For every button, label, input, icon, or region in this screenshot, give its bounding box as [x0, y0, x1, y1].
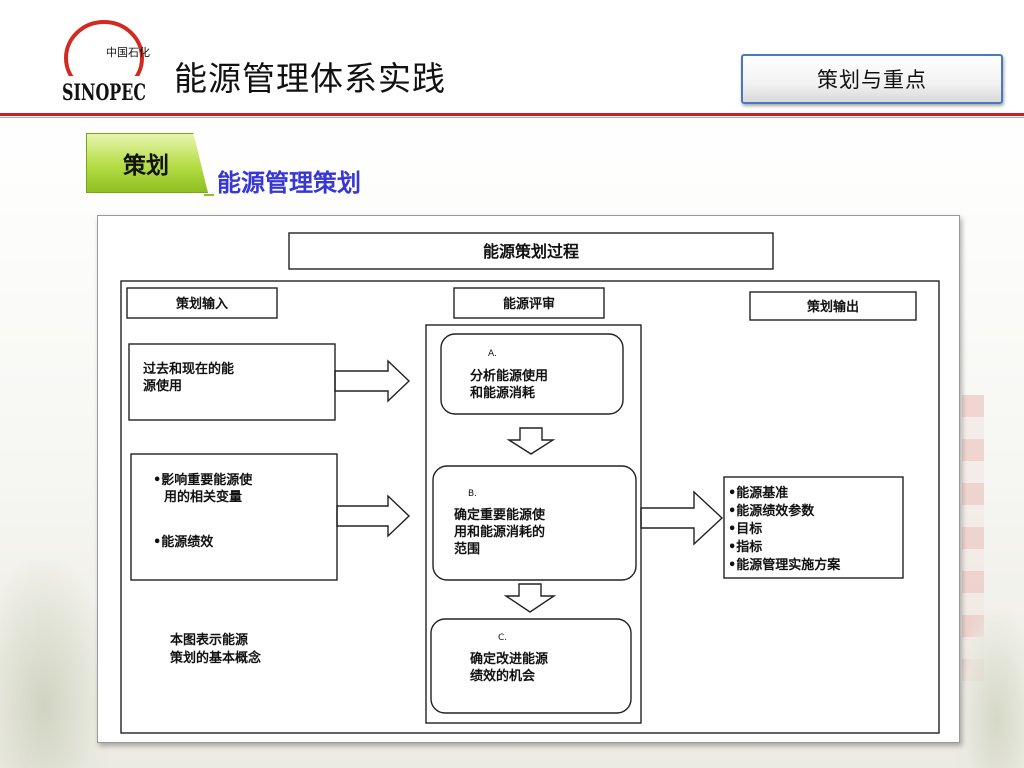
output-item-2: •能源绩效参数 [728, 503, 815, 519]
output-item-5: •能源管理实施方案 [728, 557, 841, 573]
input-box-1-line-2: 源使用 [143, 378, 182, 394]
note-line-1: 本图表示能源 [170, 632, 248, 648]
diagram-canvas: 能源策划过程 策划输入 能源评审 策划输出 过去和现在的能 源使用 •影响重要能… [120, 232, 940, 734]
input-box-1-line-1: 过去和现在的能 [143, 361, 234, 377]
background-trees-left [0, 560, 110, 768]
step-a-letter: A. [488, 349, 497, 359]
header-divider [0, 113, 1024, 116]
background-trees-right [955, 610, 1024, 768]
diagram-title-box [288, 232, 774, 270]
step-b-letter: B. [468, 489, 477, 499]
diagram-outer-frame [120, 280, 940, 734]
output-item-1: •能源基准 [728, 485, 788, 501]
step-c-letter: C. [498, 633, 507, 643]
step-b-box [432, 465, 637, 581]
section-tag-button[interactable]: 策划与重点 [741, 54, 1003, 104]
step-c-box [430, 618, 632, 714]
step-b-line-2: 用和能源消耗的 [453, 524, 545, 540]
logo-text-top: 中国石化 [106, 45, 150, 59]
arrow-b-to-c [503, 583, 557, 613]
header-divider-thin [0, 117, 1024, 118]
output-box [723, 476, 904, 579]
step-a-box [440, 333, 624, 415]
note-line-2: 策划的基本概念 [170, 650, 261, 666]
logo-brand-text: SINOPEC [62, 80, 146, 104]
energy-planning-diagram: 能源策划过程 策划输入 能源评审 策划输出 过去和现在的能 源使用 •影响重要能… [97, 215, 960, 743]
output-header: 策划输出 [807, 299, 859, 315]
input-box-2-item-2: •能源绩效 [153, 534, 214, 550]
diagram-title: 能源策划过程 [483, 242, 579, 261]
output-item-4: •指标 [728, 539, 762, 555]
step-a-line-1: 分析能源使用 [470, 368, 548, 384]
section-subtitle: 能源管理策划 [217, 169, 361, 197]
input-header-box [126, 287, 278, 319]
step-a-line-2: 和能源消耗 [470, 385, 535, 401]
tab-underline [204, 194, 214, 196]
arrow-input1-to-review [334, 359, 411, 403]
step-b-line-1: 确定重要能源使 [454, 507, 546, 523]
input-box-2-item-1-line-1: •影响重要能源使 [153, 472, 253, 488]
arrow-input2-to-review [336, 494, 411, 538]
page-title: 能源管理体系实践 [174, 59, 446, 98]
arrow-review-to-output [640, 490, 724, 546]
input-header: 策划输入 [176, 296, 228, 312]
arrow-a-to-b [506, 427, 556, 455]
plan-tab-label: 策划 [123, 153, 169, 179]
output-header-box [749, 291, 917, 321]
review-header-box [453, 287, 605, 319]
sinopec-logo: 中国石化 SINOPEC [58, 20, 150, 104]
input-box-2-item-1-line-2: 用的相关变量 [163, 489, 242, 505]
output-item-3: •目标 [728, 521, 762, 537]
step-c-line-2: 绩效的机会 [470, 668, 536, 684]
step-c-line-1: 确定改进能源 [470, 651, 548, 667]
review-header: 能源评审 [503, 296, 555, 312]
step-b-line-3: 范围 [454, 541, 480, 557]
